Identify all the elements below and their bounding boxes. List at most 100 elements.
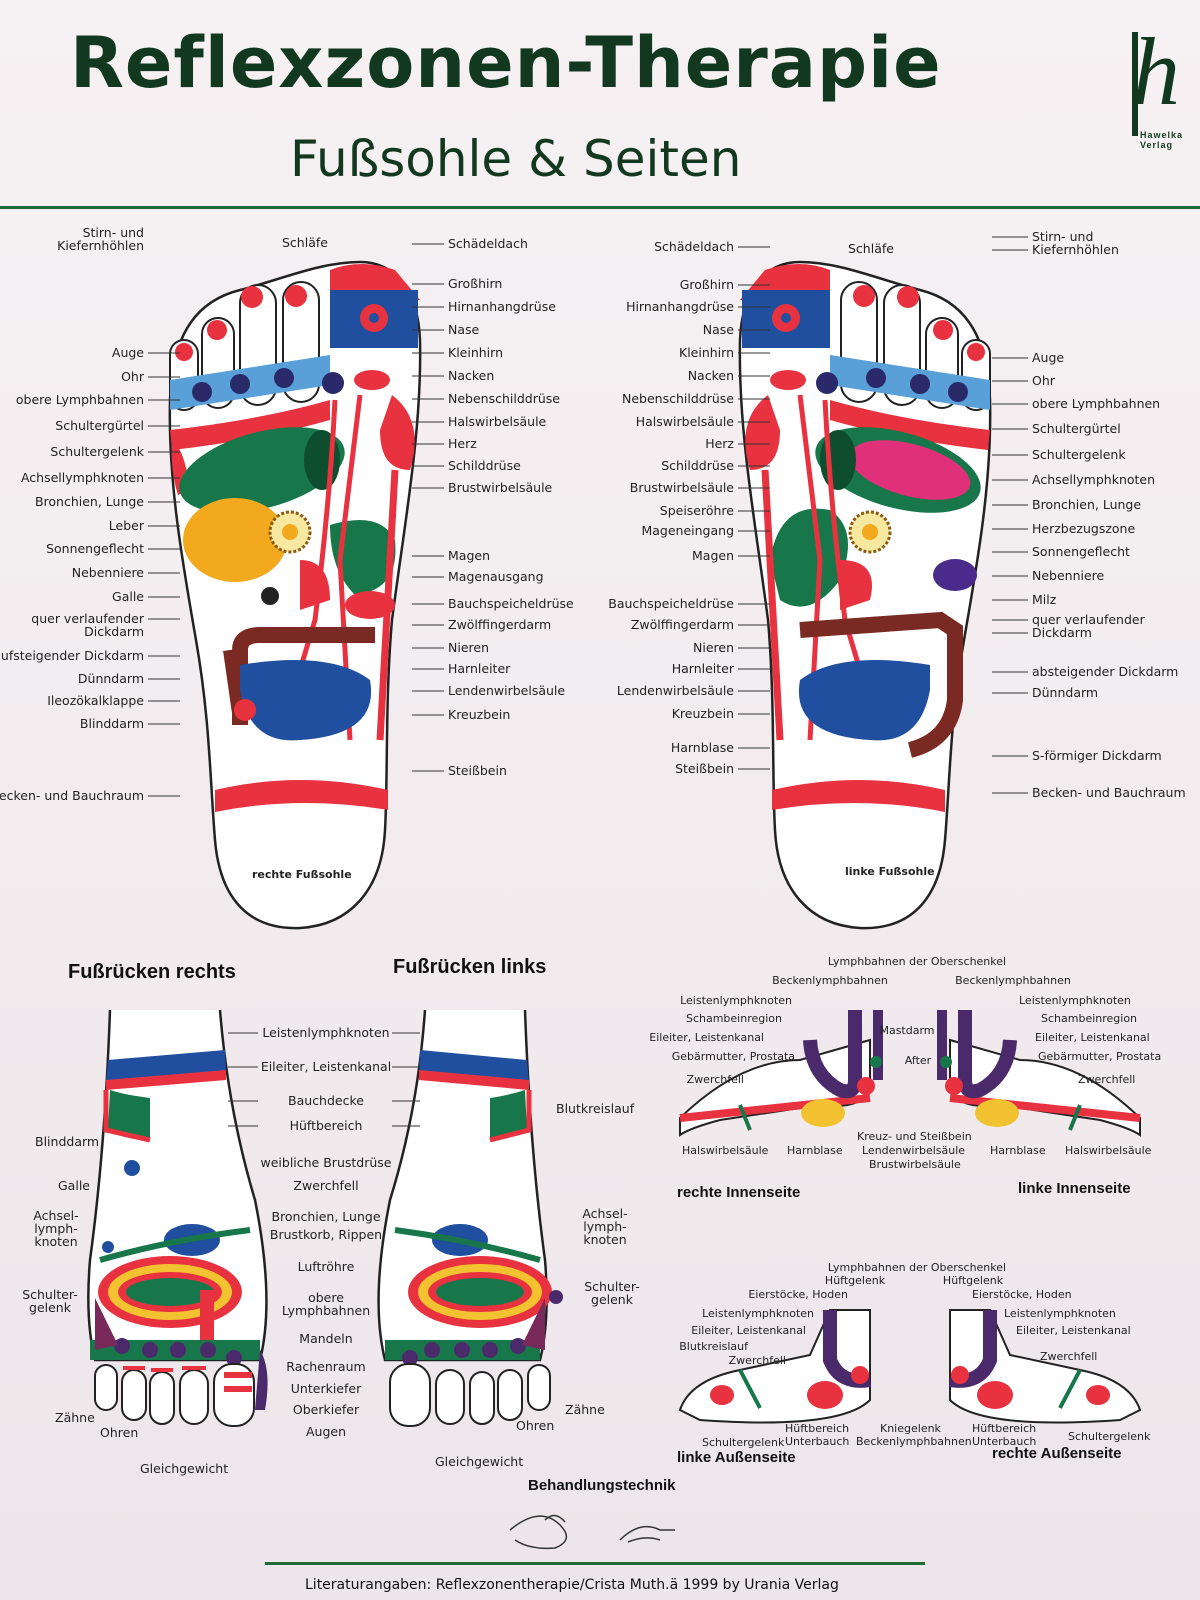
- dorsum-l-label-6: Zähne: [565, 1402, 605, 1417]
- outer-right-caption: rechte Außenseite: [992, 1445, 1122, 1462]
- inner-label-19: Brustwirbelsäule: [869, 1158, 961, 1171]
- outer-label-4: Eierstöcke, Hoden: [972, 1288, 1072, 1301]
- label-g-ls-right-3: Ohr: [1032, 373, 1056, 388]
- logo-publisher-line1: Hawelka: [1140, 130, 1184, 140]
- outer-label-12: Schultergelenk: [702, 1436, 785, 1449]
- label-g-ls-right-5: Schultergürtel: [1032, 421, 1121, 436]
- label-g-ls-right-10: Sonnengeflecht: [1032, 544, 1130, 559]
- label-g-ls-left-17: Harnleiter: [672, 661, 735, 676]
- label-g-dorsum-center-10: Lymphbahnen: [282, 1303, 370, 1318]
- inner-label-1: Beckenlymphbahnen: [772, 974, 888, 987]
- label-g-rs-left-14: Dickdarm: [84, 624, 144, 639]
- label-g-dorsum-center-3: Hüftbereich: [290, 1118, 363, 1133]
- technique-label: Behandlungstechnik: [528, 1477, 676, 1494]
- left-sole-caption: linke Fußsohle: [845, 865, 935, 878]
- outer-label-7: Eileiter, Leistenkanal: [691, 1324, 806, 1337]
- label-g-ls-right-6: Schultergelenk: [1032, 447, 1126, 462]
- label-g-rs-left-16: Dünndarm: [78, 671, 144, 686]
- label-g-rs-right-7: Halswirbelsäule: [448, 414, 547, 429]
- label-g-rs-right-16: Harnleiter: [448, 661, 511, 676]
- dorsum-l-label-0: Blutkreislauf: [556, 1101, 635, 1116]
- footer-rule: [265, 1562, 925, 1565]
- label-g-rs-left-5: Schultergürtel: [55, 418, 144, 433]
- label-g-ls-right-16: Dünndarm: [1032, 685, 1098, 700]
- inner-left-caption: linke Innenseite: [1018, 1180, 1131, 1197]
- label-g-rs-right-5: Nacken: [448, 368, 494, 383]
- label-g-ls-left-2: Hirnanhangdrüse: [626, 299, 734, 314]
- label-g-ls-left-0: Schädeldach: [654, 239, 734, 254]
- label-g-ls-left-13: Magen: [692, 548, 734, 563]
- dorsum-r-label-0: Blinddarm: [35, 1134, 99, 1149]
- label-g-ls-left-9: Schilddrüse: [661, 458, 734, 473]
- dorsum-l-label-3: knoten: [583, 1232, 626, 1247]
- dorsum-l-label-4: Schulter-: [584, 1279, 640, 1294]
- label-g-ls-right-17: S-förmiger Dickdarm: [1032, 748, 1162, 763]
- label-g-ls-right-1: Kiefernhöhlen: [1032, 242, 1119, 257]
- label-g-rs-left-19: Becken- und Bauchraum: [0, 788, 144, 803]
- label-g-ls-right-14: Dickdarm: [1032, 625, 1092, 640]
- right-sole-label-schlaefe: Schläfe: [282, 235, 328, 250]
- label-g-rs-right-17: Lendenwirbelsäule: [448, 683, 565, 698]
- outer-label-10: Zwerchfell: [729, 1354, 786, 1367]
- technique-hand-icon: [509, 1514, 675, 1550]
- inner-label-6: Gebärmutter, Prostata: [672, 1050, 795, 1063]
- dorsum-right-title: Fußrücken rechts: [68, 961, 236, 983]
- label-g-dorsum-center-14: Oberkiefer: [293, 1402, 360, 1417]
- inner-label-4: Schambeinregion: [686, 1012, 782, 1025]
- label-g-rs-right-13: Bauchspeicheldrüse: [448, 596, 574, 611]
- label-g-rs-right-4: Kleinhirn: [448, 345, 503, 360]
- inner-side-labels: Lymphbahnen der OberschenkelBeckenlymphb…: [649, 955, 1161, 1171]
- inner-label-20: Harnblase: [990, 1144, 1046, 1157]
- label-g-dorsum-center-8: Luftröhre: [298, 1259, 355, 1274]
- outer-label-11: Zwerchfell: [1040, 1350, 1097, 1363]
- inner-label-11: Schambeinregion: [1041, 1012, 1137, 1025]
- title-rule: [0, 206, 1200, 209]
- dorsum-r-label-3: lymph-: [34, 1221, 77, 1236]
- outer-label-13: Hüftbereich: [785, 1422, 849, 1435]
- dorsum-left-diagram: [377, 1009, 563, 1427]
- dorsum-l-label-8: Gleichgewicht: [435, 1454, 523, 1469]
- left-sole-label-schlaefe: Schläfe: [848, 241, 894, 256]
- label-g-ls-left-14: Bauchspeicheldrüse: [608, 596, 734, 611]
- label-g-ls-left-1: Großhirn: [680, 277, 734, 292]
- dorsum-r-label-1: Galle: [58, 1178, 90, 1193]
- outer-label-5: Leistenlymphknoten: [702, 1307, 814, 1320]
- label-g-rs-left-10: Sonnengeflecht: [46, 541, 144, 556]
- outer-label-3: Eierstöcke, Hoden: [748, 1288, 848, 1301]
- inner-right-caption: rechte Innenseite: [677, 1184, 800, 1201]
- dorsum-r-label-5: Schulter-: [22, 1287, 78, 1302]
- inner-label-2: Beckenlymphbahnen: [955, 974, 1071, 987]
- dorsum-r-label-9: Gleichgewicht: [140, 1461, 228, 1476]
- label-g-ls-right-15: absteigender Dickdarm: [1032, 664, 1178, 679]
- label-g-rs-left-13: quer verlaufender: [31, 611, 145, 626]
- dorsum-l-label-5: gelenk: [591, 1292, 634, 1307]
- label-g-ls-left-20: Harnblase: [671, 740, 734, 755]
- footer-citation: Literaturangaben: Reflexzonentherapie/Cr…: [305, 1577, 839, 1593]
- outer-label-17: Hüftbereich: [972, 1422, 1036, 1435]
- logo-publisher: Hawelka Verlag: [1140, 130, 1183, 150]
- label-g-ls-left-6: Nebenschilddrüse: [622, 391, 734, 406]
- label-g-rs-left-17: Ileozökalklappe: [47, 693, 144, 708]
- dorsum-r-label-4: knoten: [34, 1234, 77, 1249]
- label-g-ls-left-4: Kleinhirn: [679, 345, 734, 360]
- right-sole-caption: rechte Fußsohle: [252, 868, 352, 881]
- label-g-ls-left-10: Brustwirbelsäule: [630, 480, 735, 495]
- label-g-rs-left-0: Stirn- und: [83, 225, 144, 240]
- label-g-rs-right-3: Nase: [448, 322, 480, 337]
- inner-label-21: Halswirbelsäule: [1065, 1144, 1152, 1157]
- dorsum-l-label-1: Achsel-: [582, 1206, 627, 1221]
- label-g-rs-right-8: Herz: [448, 436, 477, 451]
- label-g-rs-left-3: Ohr: [121, 369, 145, 384]
- label-g-ls-right-11: Nebenniere: [1032, 568, 1105, 583]
- label-g-rs-right-11: Magen: [448, 548, 490, 563]
- inner-label-17: Kreuz- und Steißbein: [857, 1130, 972, 1143]
- label-g-rs-left-11: Nebenniere: [72, 565, 145, 580]
- dorsum-r-label-8: Ohren: [100, 1425, 138, 1440]
- label-g-ls-left-7: Halswirbelsäule: [636, 414, 735, 429]
- left-sole-left-labels: SchädeldachGroßhirnHirnanhangdrüseNaseKl…: [608, 239, 770, 776]
- label-g-dorsum-center-1: Eileiter, Leistenkanal: [261, 1059, 391, 1074]
- inner-label-8: Mastdarm: [879, 1024, 934, 1037]
- inner-label-18: Lendenwirbelsäule: [862, 1144, 965, 1157]
